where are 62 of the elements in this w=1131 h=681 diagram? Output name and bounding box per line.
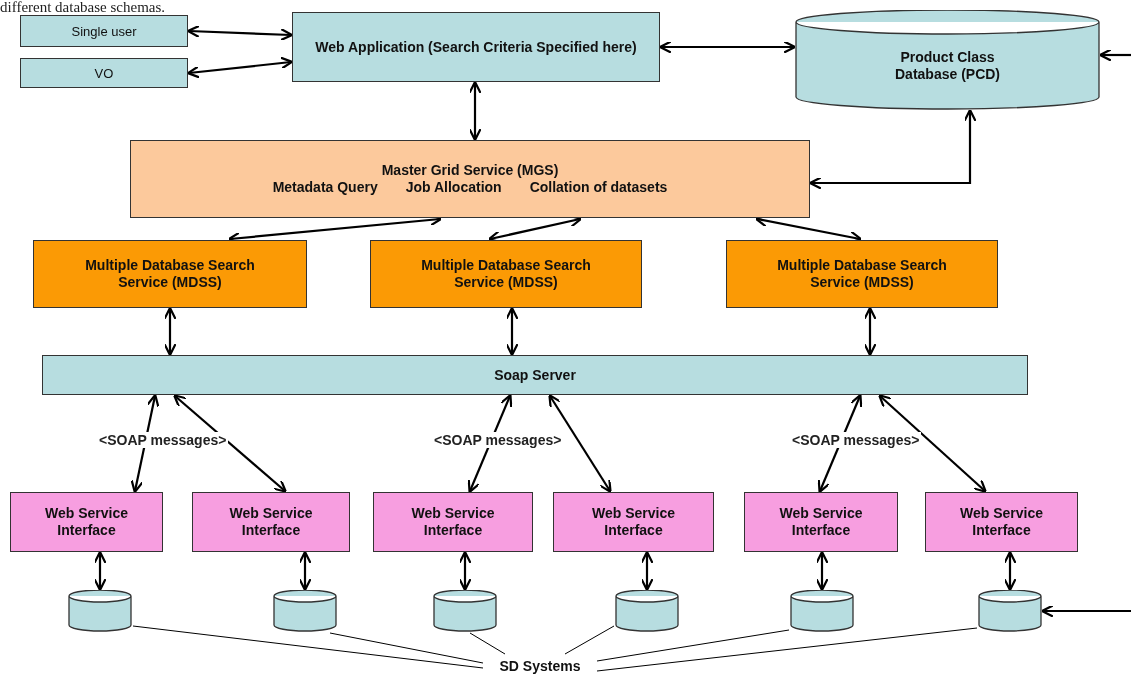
node-text: Web Application (Search Criteria Specified here)	[315, 38, 637, 56]
arrow	[458, 550, 472, 592]
arrow	[640, 550, 654, 592]
arrow	[505, 306, 519, 357]
arrow	[298, 550, 312, 592]
connector-line	[132, 625, 484, 669]
arrow	[1098, 48, 1131, 62]
interface-box	[925, 492, 1078, 552]
node-text: Single user	[71, 22, 137, 40]
message-label: <SOAP messages>	[790, 432, 922, 448]
interface-box	[10, 492, 163, 552]
interface-box	[553, 492, 714, 552]
system-label: SD Systems	[499, 657, 581, 675]
arrow	[808, 108, 977, 190]
arrow	[548, 393, 612, 494]
arrow	[815, 550, 829, 592]
node-text: Web Service Interface	[410, 505, 496, 539]
node-text: Web Service Interface	[44, 505, 129, 539]
connector-line	[596, 629, 790, 662]
node-text: Collation of datasets	[529, 179, 668, 196]
arrow	[93, 550, 107, 592]
message-label: <SOAP messages>	[97, 432, 229, 448]
message-label: <SOAP messages>	[432, 432, 564, 448]
connector-line	[329, 632, 484, 664]
node-text: Metadata Query	[272, 179, 378, 196]
node-text: Multiple Database Search Service (MDSS)	[84, 257, 256, 291]
interface-box	[192, 492, 350, 552]
connector-line	[564, 625, 615, 655]
service-box	[370, 240, 642, 308]
node-title: Master Grid Service (MGS)	[381, 162, 559, 179]
arrow	[1040, 604, 1131, 618]
actor-box	[20, 58, 188, 88]
arrow	[468, 80, 482, 142]
node-text: Product Class Database (PCD)	[894, 49, 1001, 83]
node-text: Web Service Interface	[959, 505, 1044, 539]
service-box	[726, 240, 998, 308]
node-text: Multiple Database Search Service (MDSS)	[420, 257, 592, 291]
actor-box	[20, 15, 188, 47]
connector-line	[596, 627, 978, 672]
arrow	[658, 40, 797, 54]
service-box	[292, 12, 660, 82]
node-text: Web Service Interface	[228, 505, 314, 539]
node-text: Soap Server	[494, 366, 576, 384]
arrow	[163, 306, 177, 357]
arrow	[878, 394, 987, 493]
arrow	[186, 24, 294, 42]
arrow	[186, 56, 294, 79]
node-text: Multiple Database Search Service (MDSS)	[776, 257, 948, 291]
interface-box	[373, 492, 533, 552]
service-box	[130, 140, 810, 218]
service-box	[42, 355, 1028, 395]
arrow	[1003, 550, 1017, 592]
node-text: Web Service Interface	[591, 505, 676, 539]
body-text: different database schemas.	[0, 0, 166, 16]
arrow	[173, 394, 287, 493]
interface-box	[744, 492, 898, 552]
node-text: Job Allocation	[405, 179, 502, 196]
node-text: Web Service Interface	[778, 505, 864, 539]
arrow	[863, 306, 877, 357]
service-box	[33, 240, 307, 308]
connector-line	[469, 632, 506, 655]
node-text: VO	[94, 64, 114, 82]
